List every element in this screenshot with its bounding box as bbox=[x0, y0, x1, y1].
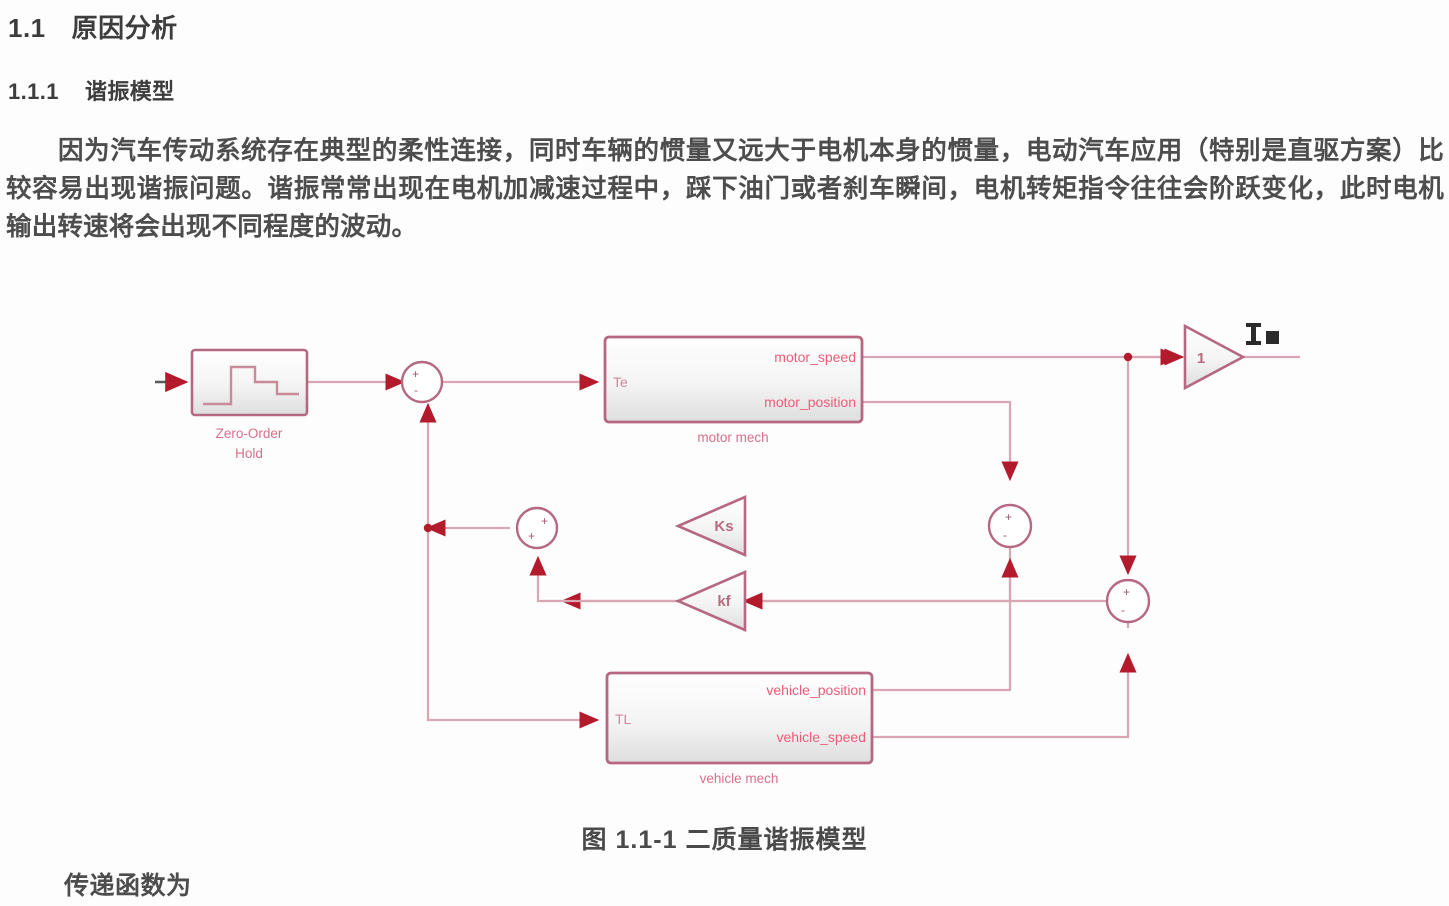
diagram-wires-final bbox=[529, 555, 1121, 610]
block-vehicle-mech[interactable]: TL vehicle_position vehicle_speed vehicl… bbox=[605, 671, 874, 786]
heading-1-1-number: 1.1 bbox=[8, 13, 46, 43]
sum-position-sign-plus: + bbox=[1005, 510, 1012, 524]
heading-1-1-text: 原因分析 bbox=[71, 13, 178, 43]
sum-position[interactable]: + - bbox=[987, 503, 1033, 549]
gain-kf-label: kf bbox=[717, 593, 731, 610]
gain-kf[interactable]: kf bbox=[674, 570, 747, 632]
sum-speed-sign-plus: + bbox=[1123, 585, 1130, 599]
block-zero-order-hold[interactable]: Zero-Order Hold bbox=[190, 348, 309, 461]
sum-torque-sign-minus: - bbox=[414, 383, 418, 397]
sum-load-sign-1: + bbox=[541, 514, 548, 528]
sum-speed[interactable]: + - bbox=[1105, 578, 1151, 624]
figure-caption-prefix: 图 bbox=[581, 827, 608, 854]
junction-dot-load-branch bbox=[423, 523, 433, 533]
sum-speed-sign-minus: - bbox=[1121, 603, 1125, 617]
vehicle-mech-name: vehicle mech bbox=[700, 771, 779, 786]
vehicle-mech-output-vehicle-position: vehicle_position bbox=[766, 682, 866, 698]
sum-load-sign-2: + bbox=[528, 529, 535, 543]
junction-dot-motor-speed bbox=[1123, 352, 1133, 362]
zoh-label-line2: Hold bbox=[235, 446, 263, 461]
motor-mech-name: motor mech bbox=[697, 430, 768, 445]
sum-torque-sign-plus: + bbox=[412, 367, 419, 381]
vehicle-mech-output-vehicle-speed: vehicle_speed bbox=[776, 729, 866, 745]
sum-load[interactable]: + + bbox=[515, 506, 559, 550]
gain-ks-label: Ks bbox=[714, 518, 733, 535]
zoh-label-line1: Zero-Order bbox=[216, 426, 283, 441]
diagram-wires bbox=[155, 348, 1300, 739]
signal-probe-icon bbox=[1246, 323, 1279, 345]
staircase-step-icon bbox=[203, 365, 299, 406]
vehicle-mech-input-label: TL bbox=[615, 711, 632, 727]
block-motor-mech[interactable]: Te motor_speed motor_position motor mech bbox=[603, 335, 864, 445]
gain-ks[interactable]: Ks bbox=[674, 495, 747, 557]
section-heading-1-1-1: 1.1.1 谐振模型 bbox=[8, 74, 175, 106]
motor-mech-output-motor-speed: motor_speed bbox=[774, 349, 856, 365]
motor-mech-input-label: Te bbox=[613, 374, 628, 390]
gain-unity-label: 1 bbox=[1197, 350, 1205, 367]
motor-mech-output-motor-position: motor_position bbox=[764, 394, 856, 410]
figure-caption: 图 1.1-1 二质量谐振模型 bbox=[0, 820, 1449, 856]
sum-position-sign-minus: - bbox=[1003, 528, 1007, 542]
heading-1-1-1-number: 1.1.1 bbox=[8, 79, 59, 104]
heading-1-1-1-text: 谐振模型 bbox=[84, 79, 175, 104]
figure-caption-text: 二质量谐振模型 bbox=[685, 827, 868, 854]
sum-torque[interactable]: + - bbox=[400, 360, 444, 404]
gain-unity[interactable]: 1 bbox=[1183, 323, 1246, 391]
footer-line: 传递函数为 bbox=[64, 873, 192, 900]
block-diagram-figure: Zero-Order Hold + - Te motor_speed motor… bbox=[0, 290, 1449, 810]
junction-dots bbox=[423, 352, 1133, 533]
section-heading-1-1: 1.1 原因分析 bbox=[8, 8, 178, 45]
figure-caption-number: 1.1-1 bbox=[615, 826, 678, 854]
body-paragraph: 因为汽车传动系统存在典型的柔性连接，同时车辆的惯量又远大于电机本身的惯量，电动汽… bbox=[6, 136, 1444, 241]
